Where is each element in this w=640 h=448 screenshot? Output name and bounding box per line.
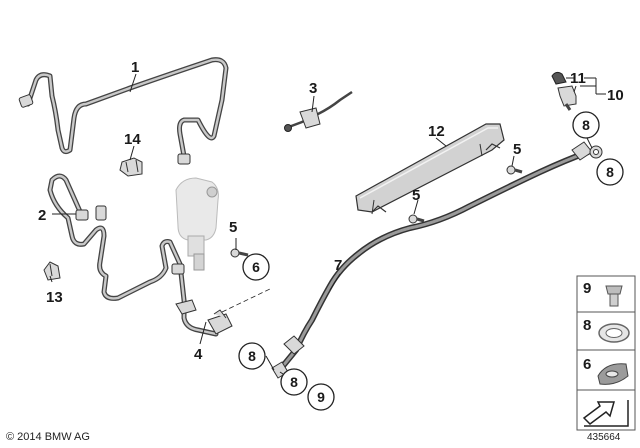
label-13: 13 xyxy=(46,289,63,306)
screw-5-right[interactable] xyxy=(506,165,523,175)
label-11: 11 xyxy=(570,70,586,87)
label-5-lower: 5 xyxy=(412,187,420,204)
callout-labels: 1 2 3 4 5 5 5 7 10 11 12 13 14 xyxy=(38,59,624,363)
master-cylinder[interactable] xyxy=(175,177,219,271)
legend-label-9: 9 xyxy=(583,280,591,297)
label-1: 1 xyxy=(131,59,139,76)
callout-8-right: 8 xyxy=(596,158,624,186)
svg-text:9: 9 xyxy=(317,389,325,405)
brake-line-1[interactable] xyxy=(18,57,229,165)
svg-text:8: 8 xyxy=(248,348,256,364)
svg-text:8: 8 xyxy=(290,374,298,390)
fitting-right[interactable] xyxy=(589,145,603,159)
dust-cap-11[interactable] xyxy=(551,71,567,85)
label-7: 7 xyxy=(334,257,342,274)
legend-panel: 9 8 6 xyxy=(576,275,636,431)
legend-label-6: 6 xyxy=(583,356,591,373)
washer-icon xyxy=(597,363,629,385)
callout-8-upper-right: 8 xyxy=(572,111,600,139)
bracket-3[interactable] xyxy=(284,90,353,132)
brake-line-2[interactable] xyxy=(47,173,195,309)
bleeder-screw-10[interactable] xyxy=(557,85,577,111)
callout-8-lower-left: 8 xyxy=(238,342,266,370)
figure-number: 435664 xyxy=(587,432,621,443)
label-5-center: 5 xyxy=(229,219,237,236)
label-10: 10 xyxy=(607,87,624,104)
callout-8-lower: 8 xyxy=(280,368,308,396)
label-5-right: 5 xyxy=(513,141,521,158)
bleeder-valve-icon xyxy=(605,285,623,307)
callout-6: 6 xyxy=(242,253,270,281)
svg-text:8: 8 xyxy=(606,164,614,180)
label-4: 4 xyxy=(194,346,203,363)
label-3: 3 xyxy=(309,80,317,97)
clip-13[interactable] xyxy=(43,261,61,281)
circled-callouts: 6 8 8 9 8 8 xyxy=(238,111,624,411)
screw-5-center[interactable] xyxy=(230,248,249,258)
svg-text:6: 6 xyxy=(252,259,260,275)
seal-ring-icon xyxy=(598,323,630,343)
direction-arrow-icon xyxy=(582,400,629,427)
label-2: 2 xyxy=(38,207,46,224)
screw-5-lower[interactable] xyxy=(408,214,425,224)
label-12: 12 xyxy=(428,123,445,140)
copyright-text: © 2014 BMW AG xyxy=(6,431,90,443)
connector-4[interactable] xyxy=(175,287,273,337)
svg-text:8: 8 xyxy=(582,117,590,133)
callout-9-lower: 9 xyxy=(307,383,335,411)
label-14: 14 xyxy=(124,131,141,148)
leader-lines xyxy=(49,73,606,381)
clip-14[interactable] xyxy=(119,157,143,177)
legend-item-9-box xyxy=(576,275,636,313)
legend-label-8: 8 xyxy=(583,317,591,334)
heat-shield-12[interactable] xyxy=(355,123,505,215)
